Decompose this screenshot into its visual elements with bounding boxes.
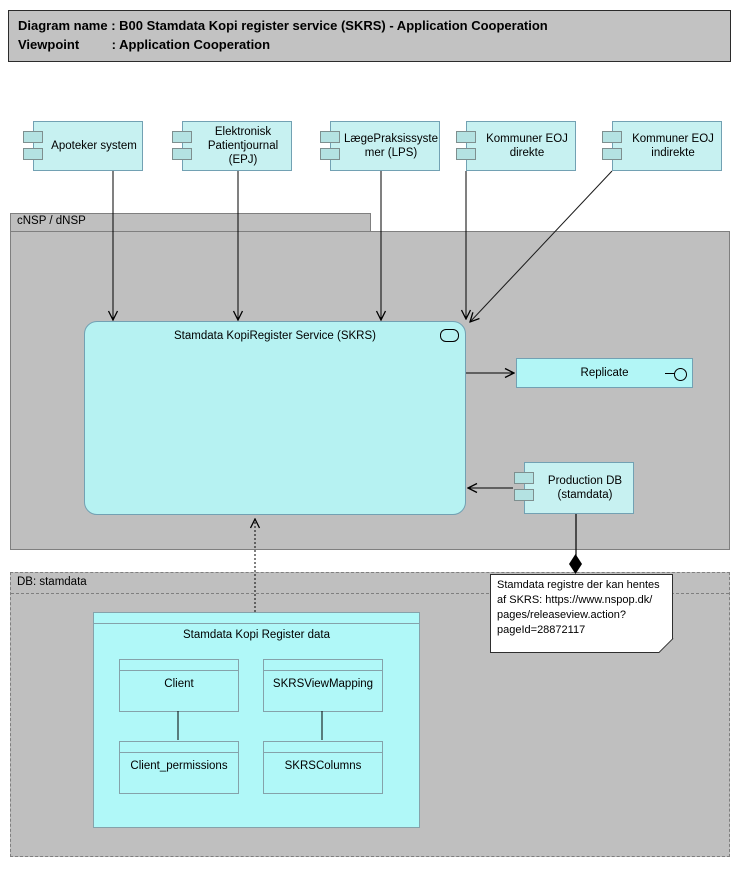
cnsp-container-tab: cNSP / dNSP bbox=[10, 213, 371, 231]
aggregation-diamond-icon bbox=[569, 554, 582, 574]
db-stamdata-header: DB: stamdata bbox=[11, 573, 729, 594]
component-tab-icon bbox=[456, 148, 476, 160]
data-object-strip bbox=[94, 613, 419, 624]
component-lps: LægePraksissyste mer (LPS) bbox=[320, 121, 440, 171]
application-service-icon bbox=[440, 329, 459, 342]
replicate-box: Replicate bbox=[516, 358, 693, 388]
db-stamdata-label: DB: stamdata bbox=[17, 576, 87, 588]
data-object-strip bbox=[120, 660, 238, 671]
table-label: Client_permissions bbox=[130, 760, 228, 772]
component-tab-icon bbox=[320, 131, 340, 143]
table-skrscolumns: SKRSColumns bbox=[263, 741, 383, 794]
component-kommuner-eoj-indirekte: Kommuner EOJ indirekte bbox=[602, 121, 722, 171]
component-tab-icon bbox=[456, 131, 476, 143]
component-label: Production DB (stamdata) bbox=[547, 475, 623, 501]
component-tab-icon bbox=[514, 472, 534, 484]
component-label: LægePraksissyste mer (LPS) bbox=[344, 133, 438, 159]
component-kommuner-eoj-direkte: Kommuner EOJ direkte bbox=[456, 121, 576, 171]
replicate-label: Replicate bbox=[580, 367, 629, 379]
table-client: Client bbox=[119, 659, 239, 712]
component-epj: Elektronisk Patientjournal (EPJ) bbox=[172, 121, 292, 171]
stamdata-kopi-register-data-box: Stamdata Kopi Register data Client SKRSV… bbox=[93, 612, 420, 828]
table-client-permissions: Client_permissions bbox=[119, 741, 239, 794]
component-tab-icon bbox=[23, 131, 43, 143]
component-apoteker-system: Apoteker system bbox=[23, 121, 143, 171]
table-skrsviewmapping: SKRSViewMapping bbox=[263, 659, 383, 712]
cnsp-container-label: cNSP / dNSP bbox=[17, 215, 86, 227]
table-label: Client bbox=[164, 678, 194, 690]
data-object-strip bbox=[264, 742, 382, 753]
component-tab-icon bbox=[172, 131, 192, 143]
component-tab-icon bbox=[23, 148, 43, 160]
component-tab-icon bbox=[172, 148, 192, 160]
application-interface-icon bbox=[674, 368, 687, 381]
diagram-title-line1: Diagram name : B00 Stamdata Kopi registe… bbox=[18, 18, 548, 33]
component-label: Kommuner EOJ indirekte bbox=[632, 133, 714, 159]
component-label: Apoteker system bbox=[51, 140, 137, 152]
component-label: Kommuner EOJ direkte bbox=[486, 133, 568, 159]
application-interface-icon bbox=[665, 373, 675, 374]
skrs-service-label: Stamdata KopiRegister Service (SKRS) bbox=[174, 330, 376, 342]
data-object-strip bbox=[120, 742, 238, 753]
component-tab-icon bbox=[602, 131, 622, 143]
skrs-service-box: Stamdata KopiRegister Service (SKRS) bbox=[84, 321, 466, 515]
table-label: SKRSColumns bbox=[284, 760, 362, 772]
diagram-title-box: Diagram name : B00 Stamdata Kopi registe… bbox=[8, 10, 731, 62]
component-production-db: Production DB (stamdata) bbox=[514, 462, 634, 514]
data-object-strip bbox=[264, 660, 382, 671]
table-label: SKRSViewMapping bbox=[272, 678, 374, 690]
data-group-title: Stamdata Kopi Register data bbox=[182, 629, 331, 641]
note-box: Stamdata registre der kan hentes af SKRS… bbox=[490, 574, 673, 653]
component-tab-icon bbox=[514, 489, 534, 501]
component-label: Elektronisk Patientjournal (EPJ) bbox=[207, 126, 279, 166]
component-tab-icon bbox=[602, 148, 622, 160]
component-tab-icon bbox=[320, 148, 340, 160]
diagram-title-line2: Viewpoint : Application Cooperation bbox=[18, 37, 271, 52]
